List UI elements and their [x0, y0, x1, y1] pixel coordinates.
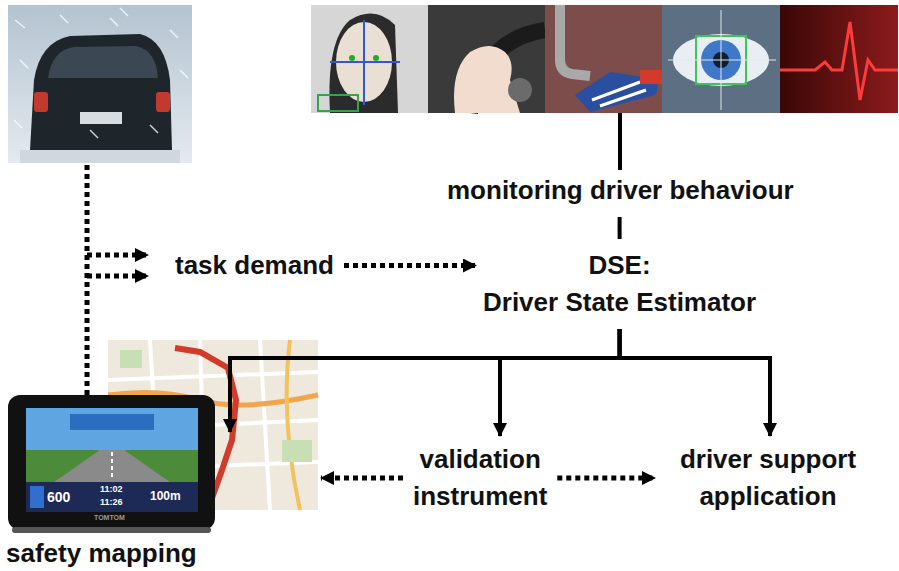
solid-connector [230, 329, 620, 432]
monitor-line [618, 113, 622, 170]
node-text: validation instrument [413, 441, 547, 515]
solid-connector [500, 329, 620, 436]
behaviour-label: monitoring driver behaviour [443, 170, 798, 211]
node-text: safety mapping [6, 538, 197, 568]
gps-time: 11:02 [100, 485, 123, 494]
validation-label: validation instrument [409, 439, 551, 517]
gps-time: 11:26 [100, 498, 123, 507]
dotted-arrow [344, 263, 476, 268]
node-subtext: Driver State Estimator [483, 284, 756, 321]
node-text: task demand [175, 247, 334, 284]
node-text: driver support application [662, 441, 874, 515]
gps-distance: 600 [47, 490, 70, 504]
support-label: driver support application [658, 439, 878, 517]
sensor-strip [311, 5, 898, 113]
dotted-arrow [321, 476, 403, 481]
estimator-label: DSE:Driver State Estimator [479, 245, 760, 323]
gps-scale: 100m [150, 490, 181, 502]
dotted-arrow [557, 476, 655, 481]
car-photo [8, 5, 192, 163]
solid-connector [618, 217, 622, 239]
brand-mark: TOMTOM [94, 514, 125, 521]
solid-connector [620, 329, 770, 436]
task-demand-label: task demand [171, 245, 338, 286]
gps-device [8, 395, 215, 533]
node-text: DSE: [483, 247, 756, 284]
node-text: monitoring driver behaviour [447, 172, 794, 209]
